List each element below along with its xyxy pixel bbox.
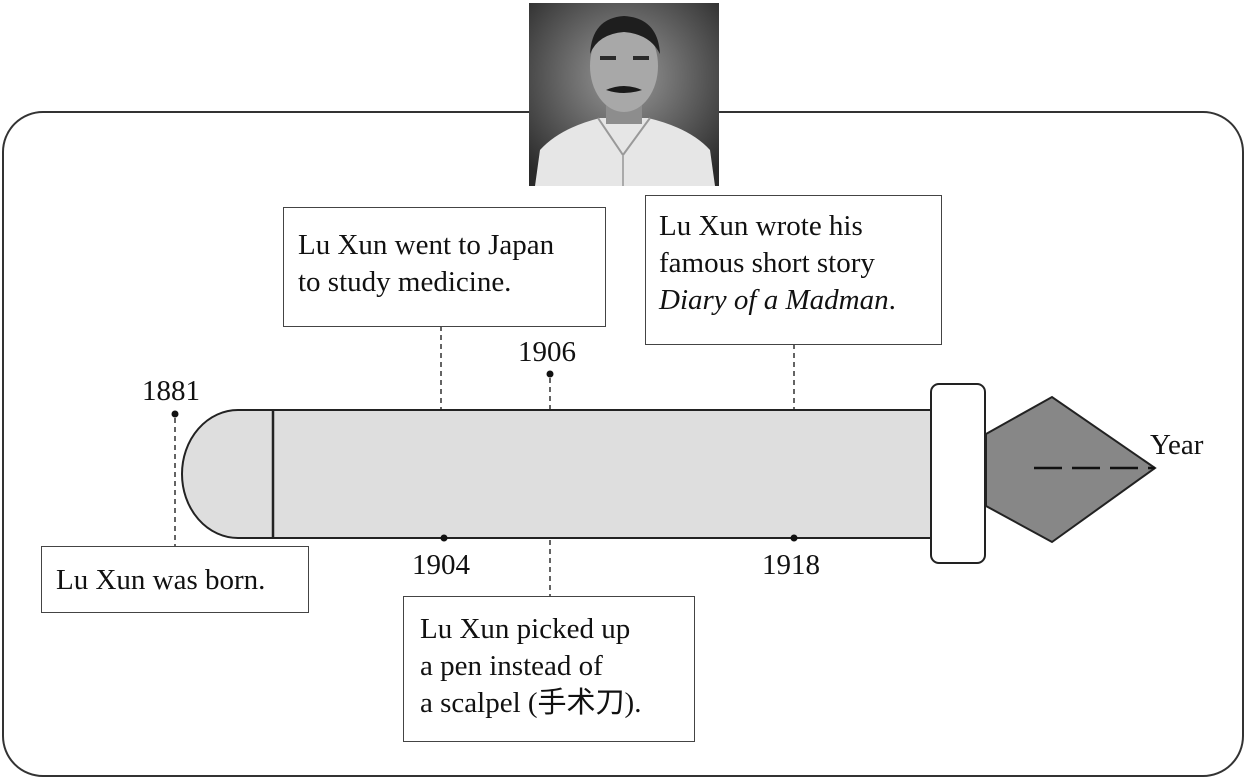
event-japan-line1: Lu Xun went to Japan bbox=[298, 227, 605, 264]
pen-grip bbox=[931, 384, 985, 563]
event-pen-line1: Lu Xun picked up bbox=[420, 611, 694, 648]
event-pen-line2: a pen instead of bbox=[420, 648, 694, 685]
event-madman-line2: famous short story bbox=[659, 245, 941, 282]
lu-xun-photo bbox=[529, 3, 719, 186]
event-born-text: Lu Xun was born. bbox=[56, 562, 308, 599]
year-label-1904: 1904 bbox=[412, 549, 470, 582]
tick-1881-dot bbox=[172, 411, 179, 418]
event-japan-line2: to study medicine. bbox=[298, 264, 605, 301]
tick-1918-dot bbox=[791, 535, 798, 542]
event-madman-line1: Lu Xun wrote his bbox=[659, 208, 941, 245]
event-madman-title: Diary of a Madman bbox=[659, 284, 889, 316]
event-madman-end: . bbox=[889, 284, 896, 316]
event-madman-line3: Diary of a Madman. bbox=[659, 282, 941, 319]
event-madman-box: Lu Xun wrote his famous short story Diar… bbox=[645, 195, 942, 345]
event-pen-box: Lu Xun picked up a pen instead of a scal… bbox=[403, 596, 695, 742]
event-pen-line3: a scalpel (手术刀). bbox=[420, 685, 694, 722]
axis-label-year: Year bbox=[1150, 429, 1203, 462]
event-born-box: Lu Xun was born. bbox=[41, 546, 309, 613]
tick-1906-dot bbox=[547, 371, 554, 378]
pen-body bbox=[182, 410, 932, 538]
year-label-1881: 1881 bbox=[142, 375, 200, 408]
tick-1904-dot bbox=[441, 535, 448, 542]
event-japan-box: Lu Xun went to Japan to study medicine. bbox=[283, 207, 606, 327]
year-label-1906: 1906 bbox=[518, 336, 576, 369]
year-label-1918: 1918 bbox=[762, 549, 820, 582]
